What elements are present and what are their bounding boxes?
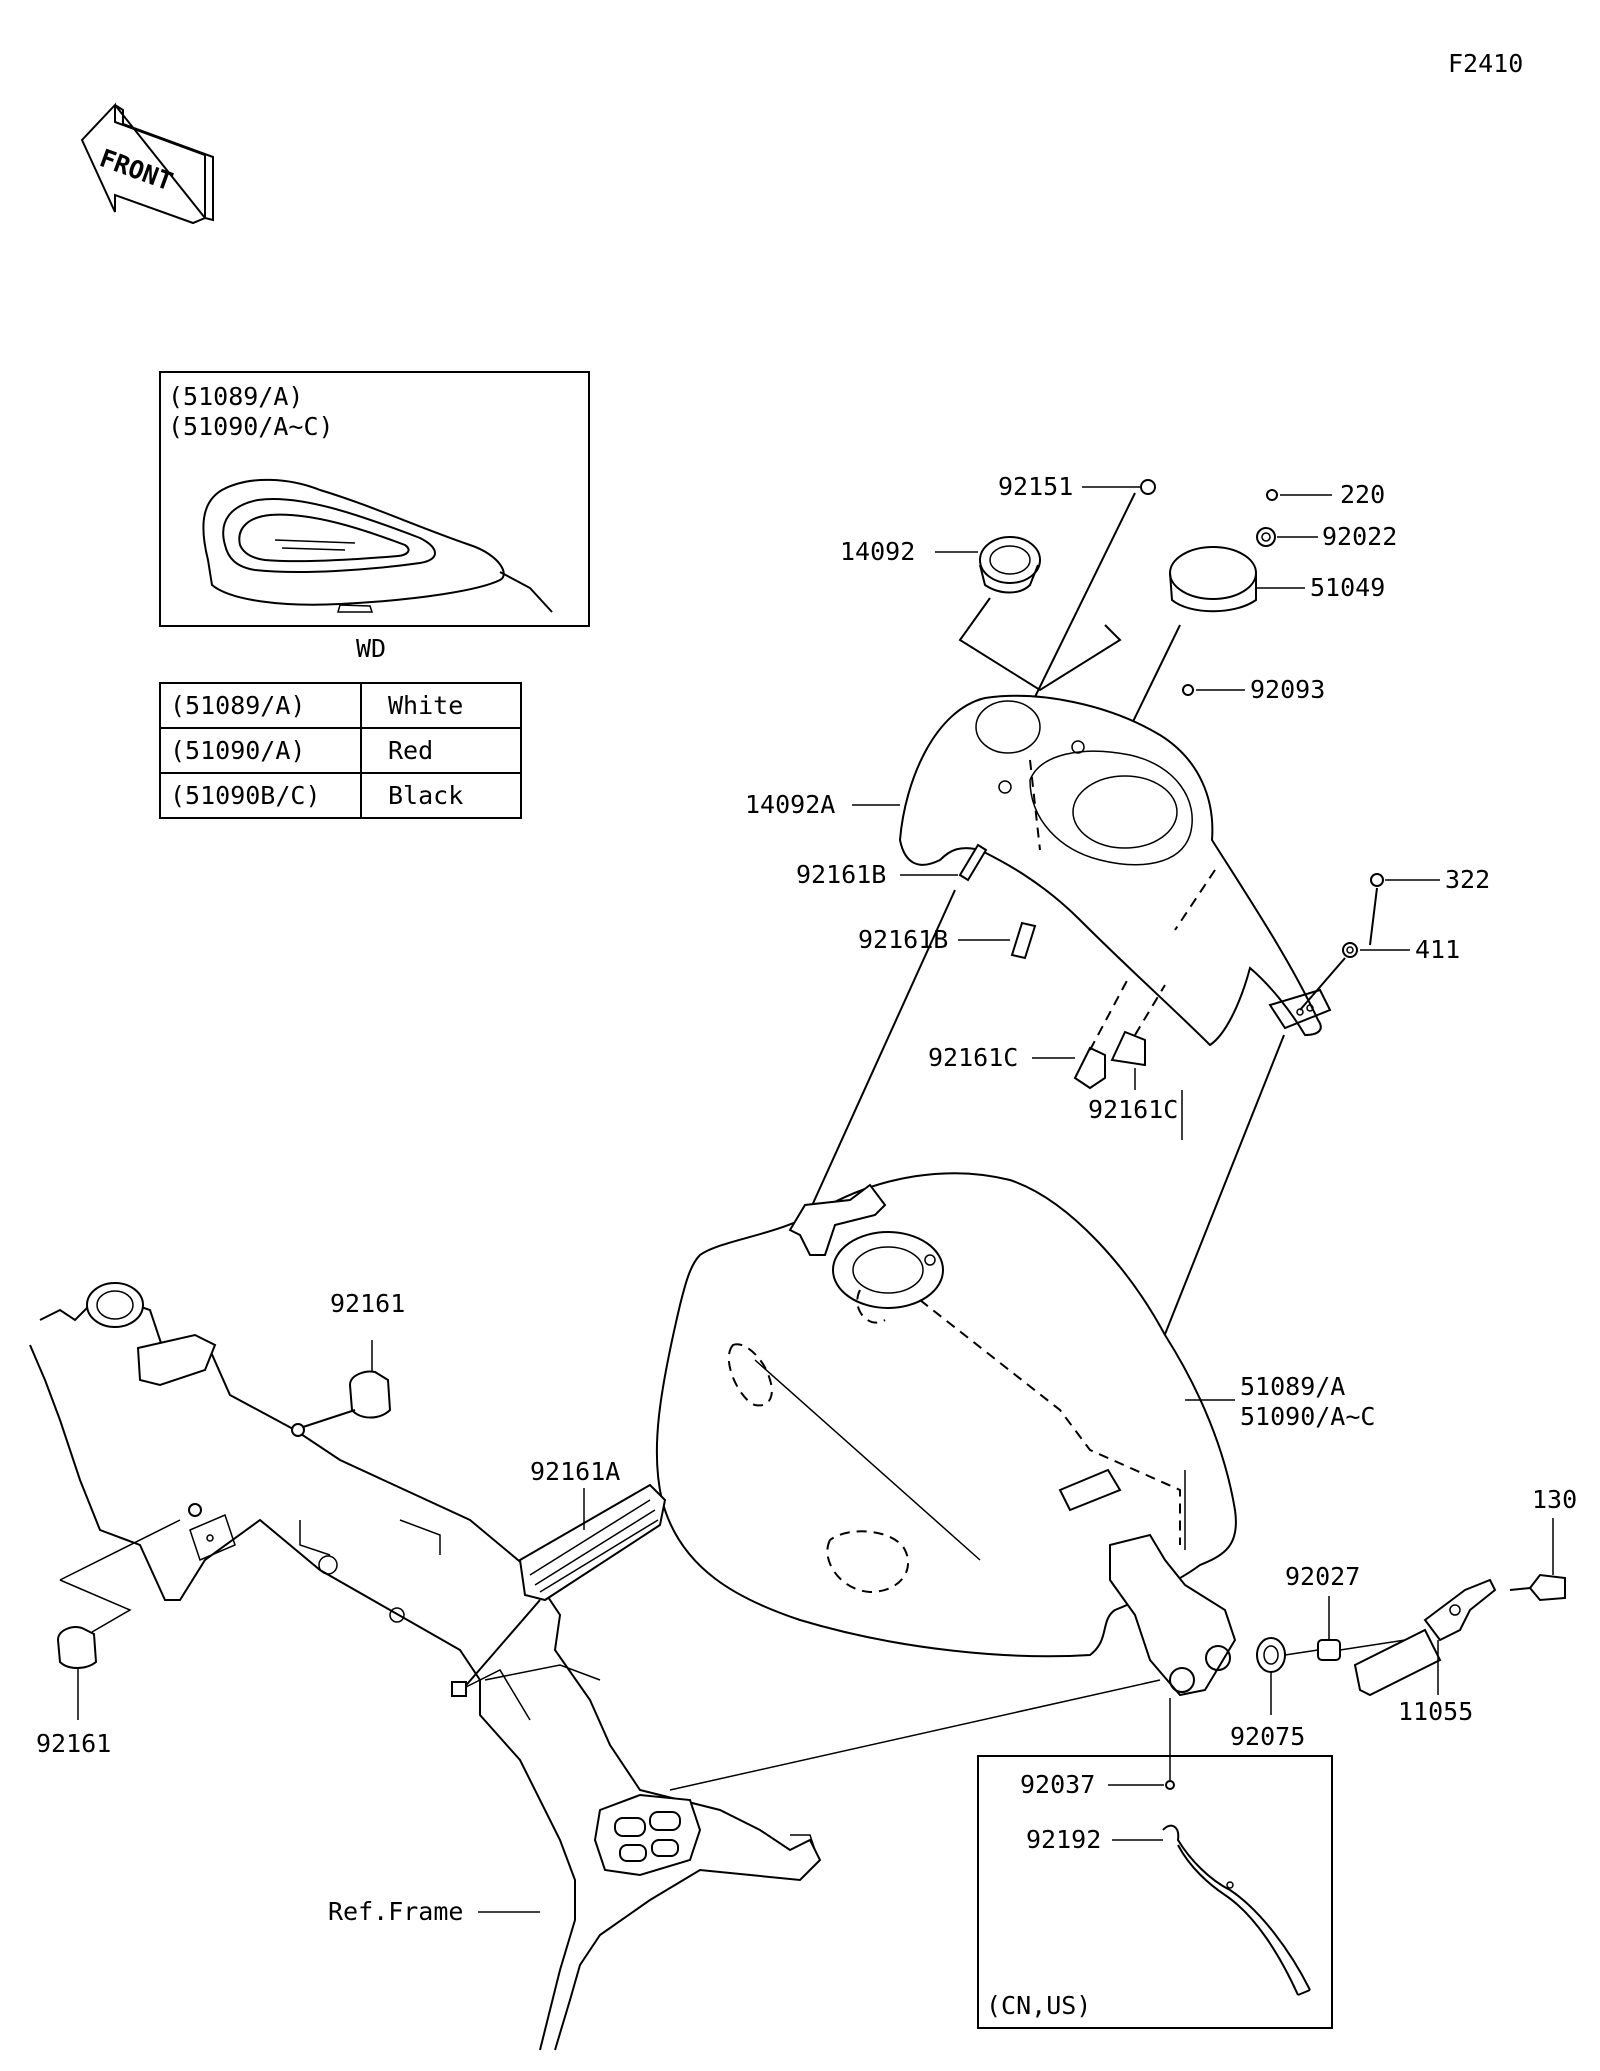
- callout-92151: 92151: [998, 472, 1073, 501]
- callout-92161A: 92161A: [530, 1457, 620, 1486]
- part-411: [1299, 942, 1410, 1011]
- part-fuel-tank: [655, 1090, 1237, 1697]
- table-row-1-color: White: [388, 691, 463, 720]
- part-92075: [1256, 1637, 1286, 1715]
- callout-92161-top: 92161: [330, 1289, 405, 1318]
- table-row-1-part: (51089/A): [170, 691, 305, 720]
- callout-11055: 11055: [1398, 1697, 1473, 1726]
- callout-92161C-1: 92161C: [928, 1043, 1018, 1072]
- part-92161-top: [291, 1340, 392, 1437]
- callout-92161B-2: 92161B: [858, 925, 948, 954]
- front-label: FRONT: [96, 143, 177, 196]
- callout-14092A: 14092A: [745, 790, 835, 819]
- table-row-2-color: Red: [388, 736, 433, 765]
- region-box-cn-us: (CN,US): [977, 1698, 1333, 2029]
- table-row-2-part: (51090/A): [170, 736, 305, 765]
- callout-ref-frame: Ref.Frame: [328, 1897, 463, 1926]
- part-322: [1369, 873, 1440, 946]
- part-14092A-cover: [852, 694, 1332, 1461]
- callout-92022: 92022: [1322, 522, 1397, 551]
- inset-header-line1: (51089/A): [168, 382, 303, 411]
- callout-51090AC: 51090/A~C: [1240, 1402, 1375, 1431]
- part-220: [1266, 489, 1332, 501]
- color-table: (51089/A) White (51090/A) Red (51090B/C)…: [159, 682, 522, 819]
- callout-220: 220: [1340, 480, 1385, 509]
- part-92022: [1256, 527, 1318, 547]
- part-11055: [1339, 1578, 1497, 1697]
- part-92161A: [451, 1483, 667, 1697]
- callout-51089A: 51089/A: [1240, 1372, 1345, 1401]
- inset-caption: WD: [356, 634, 386, 663]
- front-arrow-icon: FRONT: [80, 102, 214, 225]
- part-frame: [29, 1282, 1161, 2051]
- callout-92192: 92192: [1026, 1825, 1101, 1854]
- callout-92161C-2: 92161C: [1088, 1095, 1178, 1124]
- part-92161B-2: [958, 921, 1037, 960]
- part-92161C-1: [1032, 974, 1131, 1090]
- callout-322: 322: [1445, 865, 1490, 894]
- part-92093: [1182, 684, 1245, 696]
- callout-51049: 51049: [1310, 573, 1385, 602]
- callout-92075: 92075: [1230, 1722, 1305, 1751]
- part-14092: [935, 536, 1122, 692]
- part-92161B-1: [809, 843, 988, 1211]
- callout-92037: 92037: [1020, 1770, 1095, 1799]
- callout-14092: 14092: [840, 537, 915, 566]
- callout-92027: 92027: [1285, 1562, 1360, 1591]
- part-92161-bottom: [56, 1503, 202, 1720]
- callout-411: 411: [1415, 935, 1460, 964]
- callout-92093: 92093: [1250, 675, 1325, 704]
- part-92027: [1284, 1596, 1341, 1661]
- region-note: (CN,US): [986, 1991, 1091, 2020]
- table-row-3-color: Black: [388, 781, 463, 810]
- table-row-3-part: (51090B/C): [170, 781, 321, 810]
- part-130: [1509, 1518, 1566, 1602]
- inset-header-line2: (51090/A~C): [168, 412, 334, 441]
- inset-box: (51089/A) (51090/A~C) WD: [159, 371, 590, 663]
- callout-130: 130: [1532, 1485, 1577, 1514]
- figure-code: F2410: [1448, 49, 1523, 78]
- callout-92161-bottom: 92161: [36, 1729, 111, 1758]
- callout-92161B-1: 92161B: [796, 860, 886, 889]
- part-92161C-2: [1110, 984, 1166, 1090]
